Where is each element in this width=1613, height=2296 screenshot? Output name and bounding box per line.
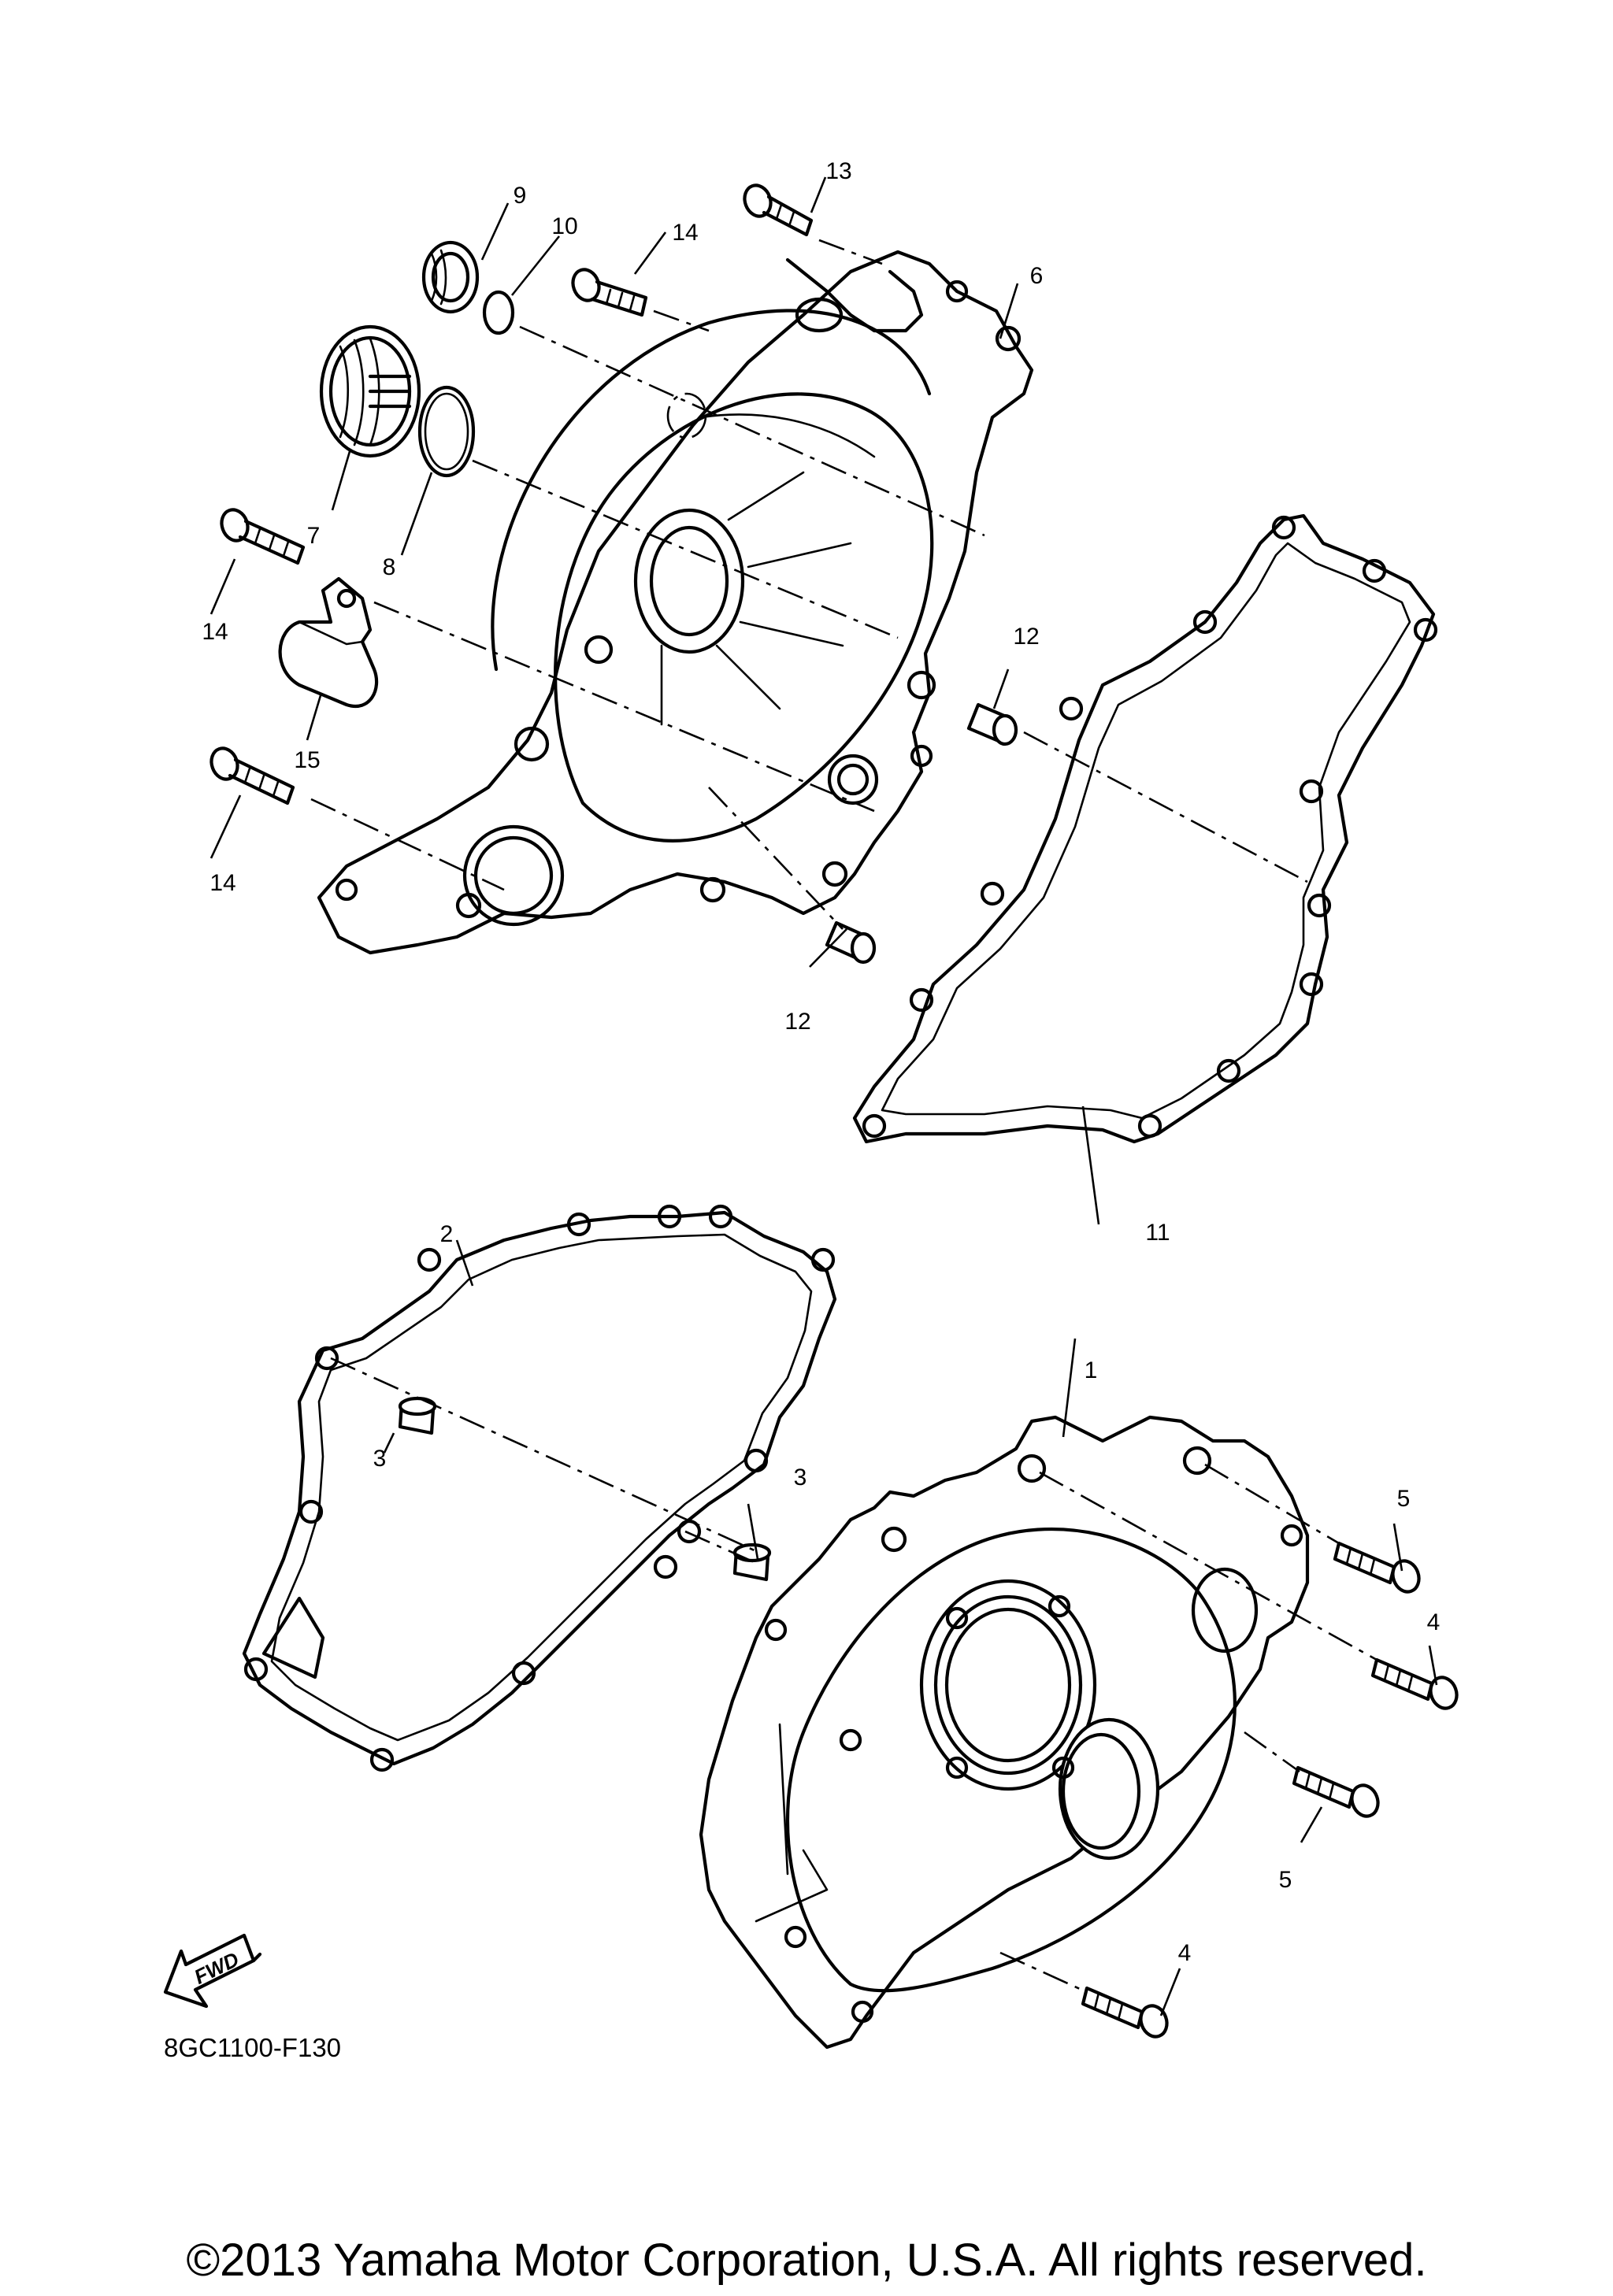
callout-4b: 4 xyxy=(1178,1940,1192,1966)
bolt-14-middle xyxy=(220,508,306,565)
callout-1: 1 xyxy=(1085,1357,1098,1383)
part-10-small-o-ring xyxy=(482,290,515,335)
part-2-gasket xyxy=(242,1204,837,1772)
callout-4a: 4 xyxy=(1427,1609,1441,1635)
callout-10: 10 xyxy=(551,213,577,239)
dowel-12-upper xyxy=(966,702,1018,746)
leader-lines xyxy=(210,176,1438,2016)
part-8-o-ring xyxy=(417,385,476,478)
bolt-14-lower xyxy=(210,746,295,805)
bolt-4-upper xyxy=(1370,1657,1459,1710)
assembly-lines-lower xyxy=(330,1357,1378,1994)
part-7-plug xyxy=(319,324,421,458)
callout-2: 2 xyxy=(440,1221,454,1247)
callout-12a: 12 xyxy=(1013,624,1039,650)
callout-14c: 14 xyxy=(210,870,235,896)
bolt-5-upper xyxy=(1333,1541,1421,1594)
callout-15: 15 xyxy=(294,747,320,773)
bolt-5-lower xyxy=(1292,1765,1380,1818)
callout-13: 13 xyxy=(825,158,851,184)
callout-6: 6 xyxy=(1030,263,1044,289)
bolt-4-lower xyxy=(1081,1986,1169,2039)
bolt-14-upper xyxy=(571,268,648,317)
part-15-clamp xyxy=(278,576,379,708)
copyright-notice: ©2013 Yamaha Motor Corporation, U.S.A. A… xyxy=(186,2235,1426,2286)
callout-3b: 3 xyxy=(794,1465,807,1491)
callout-14b: 14 xyxy=(202,619,228,645)
callout-11: 11 xyxy=(1145,1220,1170,1246)
callout-12b: 12 xyxy=(784,1009,810,1035)
bolt-13 xyxy=(743,183,814,237)
part-9-small-plug xyxy=(421,240,480,314)
callout-5a: 5 xyxy=(1397,1486,1411,1512)
callout-8: 8 xyxy=(383,554,396,580)
diagram-code: 8GC1100-F130 xyxy=(164,2033,341,2062)
part-6-outer-cover xyxy=(317,250,1034,955)
assembly-lines-upper xyxy=(310,239,1308,930)
callout-14a: 14 xyxy=(672,220,698,246)
callout-3a: 3 xyxy=(373,1446,387,1472)
callout-5b: 5 xyxy=(1279,1867,1292,1893)
part-1-crankcase-cover xyxy=(699,1415,1310,2050)
part-11-gasket xyxy=(852,513,1438,1144)
fwd-arrow-icon: FWD xyxy=(163,1933,262,2009)
callout-numbers: 1 2 3 3 4 4 5 5 6 7 8 9 10 11 12 12 13 1… xyxy=(202,158,1440,1966)
callout-7: 7 xyxy=(307,523,321,549)
fwd-label: FWD xyxy=(191,1947,243,1989)
dowel-12-lower xyxy=(825,920,877,965)
callout-9: 9 xyxy=(514,183,527,209)
